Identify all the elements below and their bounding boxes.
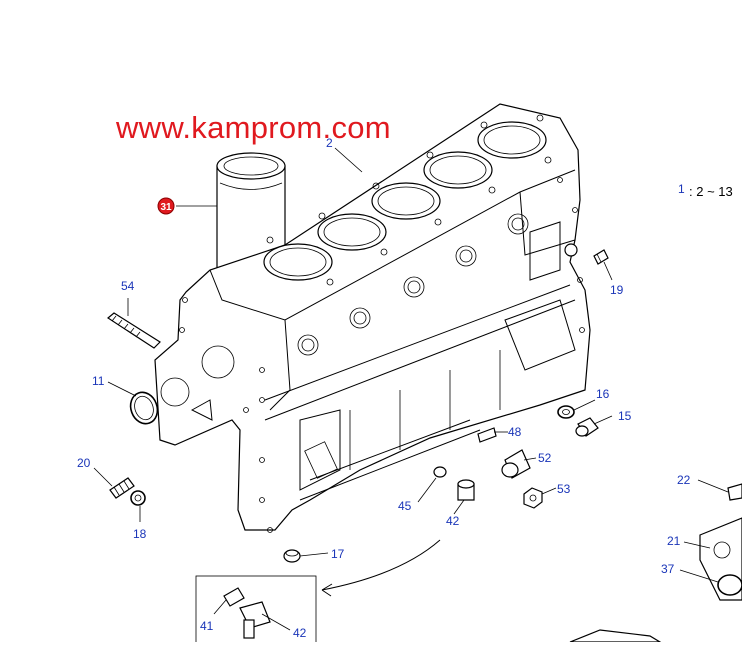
washer-19 bbox=[564, 243, 578, 257]
callout-18: 18 bbox=[133, 527, 147, 541]
bore-2 bbox=[317, 213, 387, 251]
nut-53 bbox=[523, 487, 543, 509]
detail-inset bbox=[195, 575, 317, 647]
callout-11: 11 bbox=[92, 374, 105, 388]
o-ring-11 bbox=[129, 391, 159, 425]
cylinder-block bbox=[154, 103, 591, 533]
callout-17: 17 bbox=[331, 547, 345, 561]
callout-45: 45 bbox=[398, 499, 412, 513]
callout-21: 21 bbox=[667, 534, 681, 548]
leader-lines bbox=[93, 147, 729, 631]
part-48 bbox=[477, 427, 497, 443]
callout-54: 54 bbox=[121, 279, 135, 293]
callout-31: 31 bbox=[160, 202, 172, 213]
legend-number: 1 bbox=[678, 182, 685, 196]
partial-assembly-right bbox=[569, 483, 742, 643]
part-45 bbox=[433, 466, 447, 478]
plug-20 bbox=[109, 477, 135, 499]
callout-52: 52 bbox=[538, 451, 552, 465]
callout-22: 22 bbox=[677, 473, 691, 487]
plug-19 bbox=[593, 249, 609, 265]
callout-48: 48 bbox=[508, 425, 522, 439]
callout-15: 15 bbox=[618, 409, 632, 423]
washer-18 bbox=[130, 490, 146, 506]
callout-53: 53 bbox=[557, 482, 571, 496]
callout-16: 16 bbox=[596, 387, 610, 401]
inset-arrow bbox=[321, 539, 441, 591]
callout-labels: 2 54 11 20 18 19 16 15 48 52 53 45 42 17… bbox=[77, 136, 691, 640]
plug-17 bbox=[283, 549, 301, 563]
plug-15 bbox=[575, 417, 599, 437]
watermark: www.kamprom.com bbox=[116, 110, 391, 145]
range-legend: 1 : 2 ~ 13 bbox=[678, 182, 733, 199]
legend-range: : 2 ~ 13 bbox=[689, 184, 733, 199]
callout-19: 19 bbox=[610, 283, 624, 297]
bore-3 bbox=[371, 182, 441, 220]
callout-42: 42 bbox=[446, 514, 460, 528]
bore-1 bbox=[263, 243, 333, 281]
bore-5 bbox=[477, 121, 547, 159]
callout-37: 37 bbox=[661, 562, 675, 576]
plug-42 bbox=[457, 479, 475, 501]
callout-31-badge: 31 bbox=[157, 197, 175, 215]
stud-bolt-54 bbox=[106, 312, 161, 349]
plug-52 bbox=[501, 449, 531, 479]
washer-16 bbox=[557, 405, 575, 419]
callout-42-inset: 42 bbox=[293, 626, 307, 640]
callout-20: 20 bbox=[77, 456, 91, 470]
callout-41: 41 bbox=[200, 619, 214, 633]
bore-4 bbox=[423, 151, 493, 189]
callout-2: 2 bbox=[326, 136, 333, 150]
